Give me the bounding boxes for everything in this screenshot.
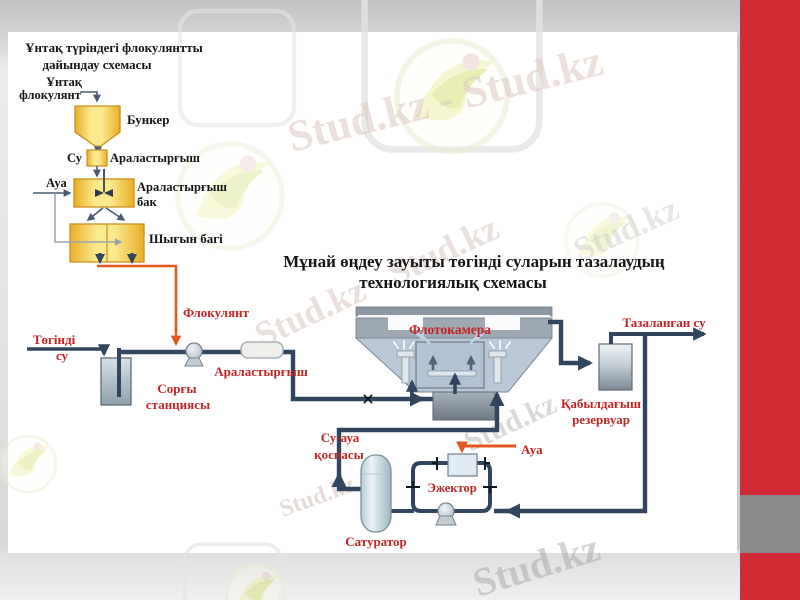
pipe-valve-x-mark	[363, 394, 373, 404]
nozzle-left-cap	[396, 350, 415, 358]
main-title-line1: Мұнай өңдеу зауыты төгінді суларын тазал…	[283, 252, 665, 271]
flocculant-prep-section: Ұнтақ түріндегі флокулянтты дайындау схе…	[19, 40, 250, 347]
foam-arrow-left	[415, 331, 431, 345]
main-feed-pipe	[117, 349, 436, 402]
inner-distributor-bar	[427, 370, 477, 377]
sidebar-red-top	[740, 0, 800, 495]
prep-title-line2: дайындау схемасы	[42, 57, 151, 72]
flocculant-label: Флокулянт	[183, 305, 250, 320]
mixer-tank-label-line2: бак	[137, 195, 158, 209]
flocculant-dosing-line	[97, 264, 182, 347]
wastewater-inlet-pipe	[27, 344, 111, 357]
prep-title-line1: Ұнтақ түріндегі флокулянтты	[25, 40, 203, 55]
wastewater-label-line1: Төгінді	[33, 332, 76, 347]
wastewater-label-line2: су	[56, 348, 69, 363]
small-mixer-label: Араластырғыш	[110, 151, 200, 165]
right-sidebar	[737, 0, 800, 600]
bunker-hopper-shape	[74, 105, 121, 147]
chamber-outlet-pipe	[548, 319, 593, 371]
chamber-slot-left	[388, 317, 423, 330]
nozzle-right-stem	[493, 356, 502, 384]
static-mixer-shape	[240, 341, 284, 359]
pump-station-tank	[100, 357, 132, 406]
storage-tank-label: Шығын багі	[149, 231, 223, 246]
tank-outlet-arrow-right	[105, 207, 126, 221]
ejector-loop-pipe	[411, 461, 492, 513]
flotation-chamber: Флотокамера	[354, 306, 554, 421]
water-air-mixture-pipe	[336, 391, 505, 492]
ejector-shape	[447, 453, 478, 477]
chamber-top-bar	[355, 306, 553, 317]
recycle-pipe	[494, 334, 648, 514]
saturator-vessel	[360, 454, 392, 533]
static-mixer-label: Араластырғыш	[214, 364, 308, 379]
air-label-main: Ауа	[521, 442, 543, 457]
air-inlet-line	[456, 441, 516, 454]
foam-arrow-right	[469, 331, 485, 345]
water-air-label-line1: Су-ауа	[321, 430, 360, 445]
air-label-prep: Ауа	[46, 176, 67, 190]
saturator-label: Сатуратор	[345, 534, 407, 549]
receiver-label-line2: резервуар	[572, 412, 630, 427]
main-title-line2: технологиялық схемасы	[359, 273, 546, 292]
chamber-inner-box	[415, 341, 485, 389]
powder-flocculant-label-line1: Ұнтақ	[46, 75, 83, 89]
receiving-reservoir	[598, 343, 633, 391]
main-treatment-scheme: Мұнай өңдеу зауыты төгінді суларын тазал…	[27, 252, 707, 549]
splash-right	[489, 340, 511, 350]
feed-pump-base	[184, 357, 204, 367]
logo-swirl-watermark	[0, 434, 58, 494]
nozzle-left-stem	[401, 356, 410, 384]
valve-left-of-ejector	[432, 457, 438, 470]
valve-right-of-ejector	[484, 457, 490, 470]
small-mixer-shape	[86, 149, 108, 167]
ejector-label: Эжектор	[427, 481, 476, 495]
flotation-chamber-label: Флотокамера	[409, 322, 491, 337]
powder-feed-arrow	[80, 91, 101, 103]
pump-station-label-line1: Сорғы	[157, 381, 196, 396]
air-branch-arrow	[54, 193, 123, 246]
bunker-label: Бункер	[127, 112, 169, 127]
pump-station-label-line2: станциясы	[146, 397, 210, 412]
splash-left	[393, 340, 415, 350]
nozzle-right-cap	[488, 350, 507, 358]
water-label: Су	[67, 151, 83, 165]
chamber-bottom-box	[432, 391, 496, 421]
page-edge-shadow	[737, 36, 740, 550]
sidebar-gray-block	[740, 495, 800, 553]
feed-pump	[185, 342, 203, 360]
chamber-slot-right	[485, 317, 520, 330]
treated-water-pipe	[609, 327, 707, 344]
mixer-propeller	[95, 189, 113, 197]
water-air-label-line2: қоспасы	[314, 447, 364, 462]
tank-outlet-arrow-left	[86, 207, 104, 221]
mixer-tank-label-line1: Араластырғыш	[137, 180, 227, 194]
sidebar-red-bottom	[740, 553, 800, 600]
receiver-label-line1: Қабылдағыш	[561, 396, 641, 411]
chamber-top-strip	[358, 315, 550, 319]
powder-flocculant-label-line2: флокулянт	[19, 88, 81, 102]
circulation-pump-base	[435, 515, 457, 526]
valve-loop-right	[483, 486, 497, 493]
valve-loop-left	[406, 481, 420, 488]
treated-water-label: Тазаланған су	[622, 315, 706, 330]
